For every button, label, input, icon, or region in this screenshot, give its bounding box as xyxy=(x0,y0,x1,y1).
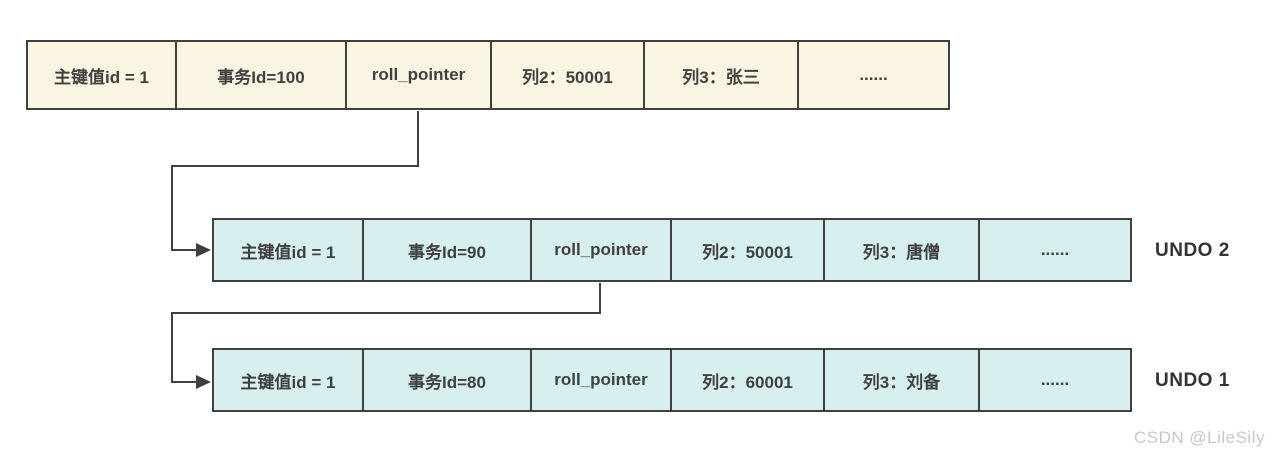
undo1-label: UNDO 1 xyxy=(1155,370,1230,391)
undo2-cell-ellipsis: ...... xyxy=(978,220,1130,280)
csdn-watermark: CSDN @LileSily xyxy=(1133,428,1265,447)
undo1-cell-ellipsis: ...... xyxy=(978,350,1130,410)
undo2-cell-roll-pointer: roll_pointer xyxy=(530,220,670,280)
undo2-row: 主键值id = 1 事务Id=90 roll_pointer 列2：50001 … xyxy=(212,218,1132,282)
undo2-cell-col3: 列3：唐僧 xyxy=(823,220,978,280)
record-cell-ellipsis: ...... xyxy=(797,42,948,108)
undo1-cell-roll-pointer: roll_pointer xyxy=(530,350,670,410)
record-cell-trx-id: 事务Id=100 xyxy=(175,42,345,108)
arrowhead-icon xyxy=(196,243,211,257)
record-cell-col3: 列3：张三 xyxy=(643,42,797,108)
undo1-cell-primary-key: 主键值id = 1 xyxy=(240,372,336,392)
record-cell-col2: 列2：50001 xyxy=(490,42,643,108)
arrowhead-icon xyxy=(196,375,211,389)
undo2-cell-trx-id: 事务Id=90 xyxy=(362,220,530,280)
undo1-cell-col2: 列2：60001 xyxy=(670,350,823,410)
undo2-cell-col2: 列2：50001 xyxy=(670,220,823,280)
undo2-cell-primary-key: 主键值id = 1 xyxy=(240,242,336,262)
undo1-cell-col3: 列3：刘备 xyxy=(823,350,978,410)
undo1-row: 主键值id = 1 事务Id=80 roll_pointer 列2：60001 … xyxy=(212,348,1132,412)
record-row: 主键值id = 1 事务Id=100 roll_pointer 列2：50001… xyxy=(26,40,950,110)
record-cell-roll-pointer: roll_pointer xyxy=(345,42,490,108)
undo1-cell-trx-id: 事务Id=80 xyxy=(362,350,530,410)
record-cell-primary-key: 主键值id = 1 xyxy=(54,67,149,87)
undo2-label: UNDO 2 xyxy=(1155,240,1230,261)
